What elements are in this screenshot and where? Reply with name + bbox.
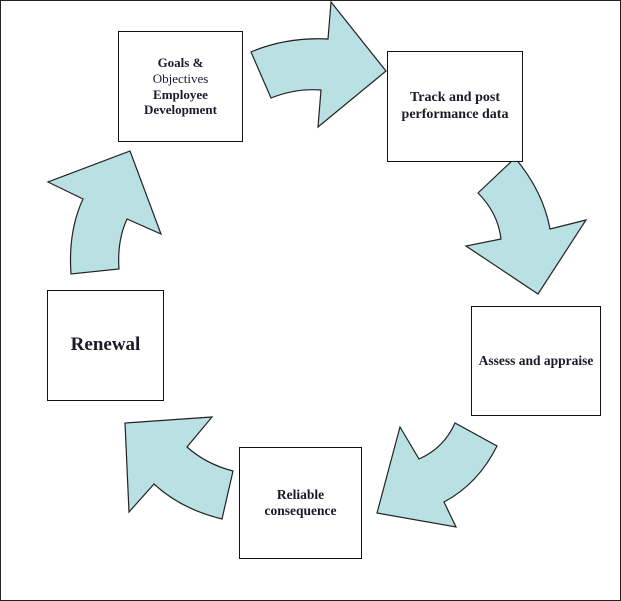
step-reliable-line-2: consequence	[264, 503, 337, 518]
arrow-renewal-to-goals	[46, 150, 163, 275]
step-reliable-line-1: Reliable	[276, 486, 325, 502]
step-track-performance: Track and post performance data	[387, 51, 523, 162]
step-goals-line-1: Goals &	[157, 55, 204, 71]
step-track-line-2: performance data	[401, 106, 509, 122]
step-goals-objectives: Goals & Objectives Employee Development	[118, 31, 243, 142]
arrow-goals-to-track	[250, 1, 387, 129]
step-renewal-line-1: Renewal	[70, 334, 141, 356]
step-renewal: Renewal	[47, 290, 164, 401]
step-goals-line-4: Development	[144, 102, 217, 118]
arrow-reliable-to-renewal	[124, 416, 234, 520]
step-goals-line-3: Employee	[153, 86, 208, 102]
step-reliable-consequence: Reliable consequence	[239, 447, 362, 559]
step-assess-line-1: Assess and appraise	[478, 352, 594, 368]
step-assess-appraise: Assess and appraise	[471, 306, 601, 416]
step-track-line-1: Track and post	[410, 89, 500, 105]
arrow-assess-to-reliable	[376, 422, 498, 528]
step-goals-line-2: Objectives	[152, 70, 209, 86]
arrow-track-to-assess	[464, 157, 588, 295]
